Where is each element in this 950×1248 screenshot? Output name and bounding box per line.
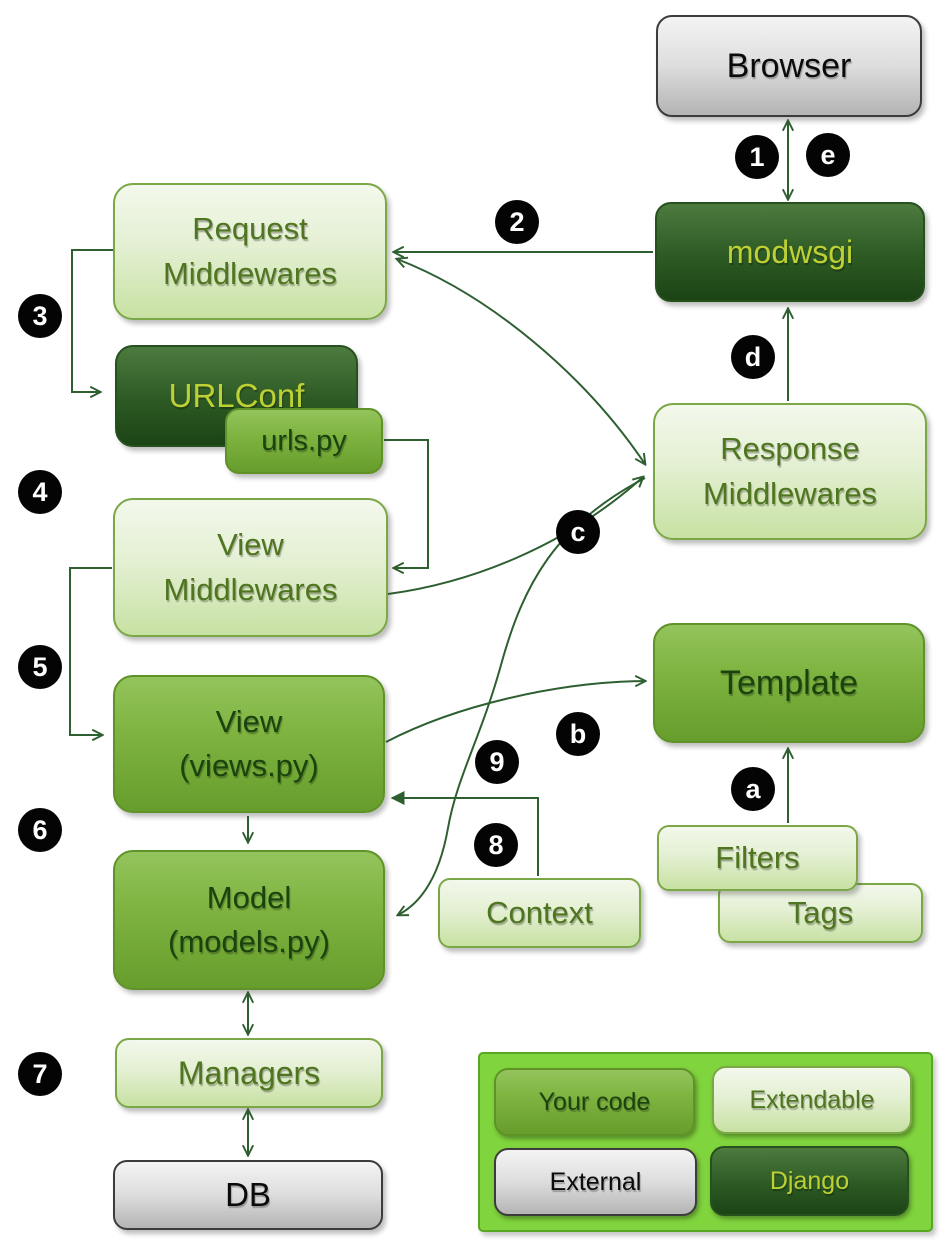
box-model: Model (models.py) [113,850,385,990]
view-line2: (views.py) [179,748,319,783]
request-middlewares-line2: Middlewares [162,255,337,291]
box-managers: Managers [115,1038,383,1108]
model-line2: (models.py) [168,924,330,959]
box-filters: Filters [657,825,858,891]
response-middlewares-line2: Middlewares [702,475,877,511]
view-line1: View [215,703,283,739]
legend-django: Django [710,1146,909,1216]
curve-response-middlewares-to-model [398,477,646,915]
box-browser: Browser [656,15,922,117]
box-urls-py: urls.py [225,408,383,474]
request-middlewares-line1: Request [192,211,308,247]
box-tags: Tags [718,883,923,943]
badge-step-1: 1 [735,135,779,179]
view-middlewares-line1: View [217,527,284,563]
box-urlconf-label: URLConf [168,377,305,414]
box-context: Context [438,878,641,948]
legend-your-code-label: Your code [538,1087,651,1116]
badge-step-2: 2 [495,200,539,244]
arrow-5-view-middlewares-to-view [69,567,112,735]
badge-step-8: 8 [474,823,518,867]
badge-step-9: 9 [475,740,519,784]
badge-step-e: e [806,133,850,177]
legend: Your code Extendable External Django [478,1052,933,1232]
box-db-label: DB [225,1176,271,1213]
legend-extendable: Extendable [712,1066,912,1134]
curve-c-view-middlewares-to-response-middlewares [387,477,643,595]
badge-step-c: c [556,510,600,554]
response-middlewares-line1: Response [720,431,860,467]
view-middlewares-line2: Middlewares [163,571,338,607]
box-managers-label: Managers [177,1054,321,1091]
badge-step-4: 4 [18,470,62,514]
box-db: DB [113,1160,383,1230]
box-response-middlewares: Response Middlewares [653,403,927,540]
arc-request-to-response-middlewares [397,259,645,464]
box-browser-label: Browser [726,46,852,85]
arrow-4-urlspy-to-view-middlewares [384,439,429,568]
legend-extendable-label: Extendable [749,1085,875,1114]
box-filters-label: Filters [715,840,800,875]
box-urls-py-label: urls.py [261,424,347,457]
badge-step-5: 5 [18,645,62,689]
box-context-label: Context [486,895,593,930]
box-modwsgi: modwsgi [655,202,925,302]
badge-step-b: b [556,712,600,756]
box-request-middlewares: Request Middlewares [113,183,387,320]
box-view-middlewares: View Middlewares [113,498,388,637]
legend-your-code: Your code [494,1068,695,1136]
model-line1: Model [206,879,292,915]
curve-b-view-to-template [385,681,645,743]
badge-step-7: 7 [18,1052,62,1096]
box-tags-label: Tags [787,895,854,930]
box-view: View (views.py) [113,675,385,813]
badge-step-6: 6 [18,808,62,852]
box-template: Template [653,623,925,743]
badge-step-d: d [731,335,775,379]
legend-external-label: External [549,1167,642,1196]
badge-step-a: a [731,767,775,811]
legend-django-label: Django [769,1166,850,1195]
arrow-3-request-middlewares-to-urlconf [71,249,113,392]
box-modwsgi-label: modwsgi [726,233,854,270]
badge-step-3: 3 [18,294,62,338]
legend-external: External [494,1148,697,1216]
box-template-label: Template [720,663,858,702]
